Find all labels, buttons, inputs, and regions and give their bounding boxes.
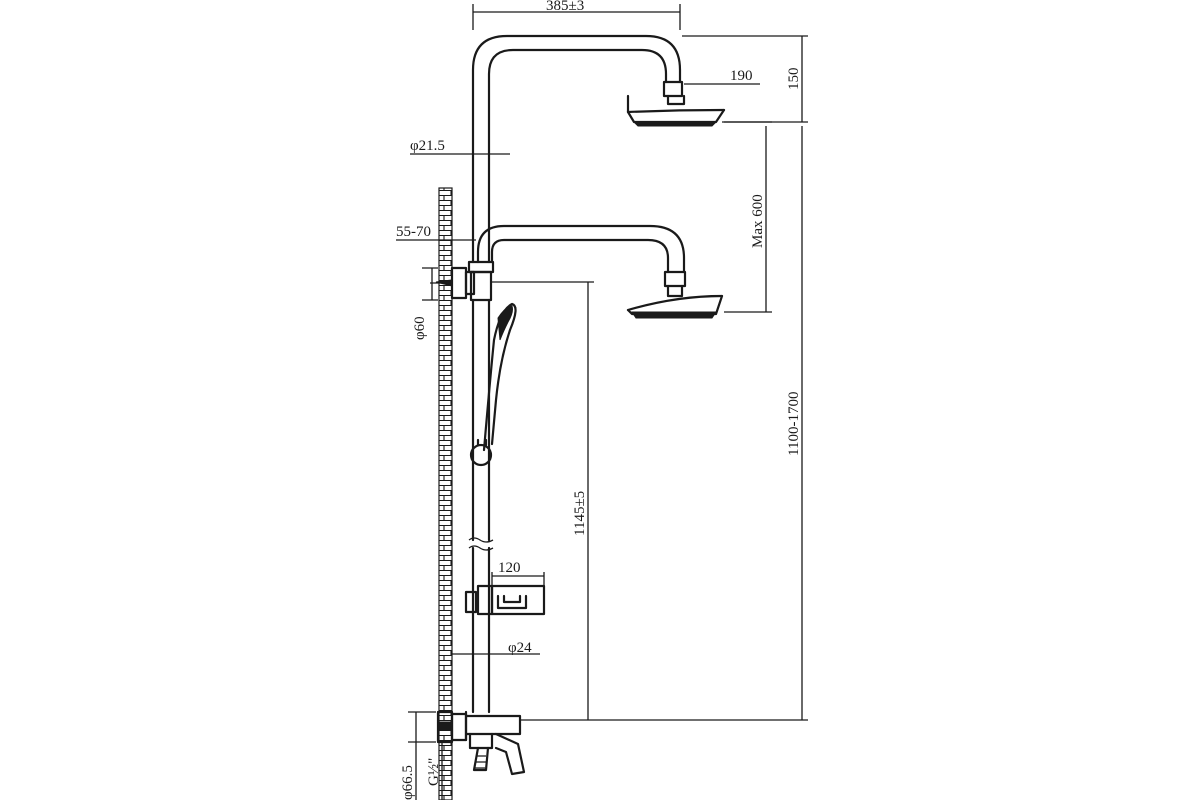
upper-riser-pipe xyxy=(471,34,682,264)
riser-coupling xyxy=(467,260,495,302)
dim-wall-offset: 55-70 xyxy=(396,224,431,240)
hand-shower xyxy=(469,302,517,467)
dim-max-adjust: Max 600 xyxy=(750,194,766,248)
dim-lower-height: 1145±5 xyxy=(572,491,588,536)
dim-total-height: 1100-1700 xyxy=(786,392,802,456)
dim-thread: G½" xyxy=(426,758,442,786)
dim-top-width: 385±3 xyxy=(546,0,584,14)
slide-rail-pipe xyxy=(468,298,494,714)
lower-arm-pipe xyxy=(476,224,686,274)
dimension-lines xyxy=(396,4,808,800)
dim-head-height: 150 xyxy=(786,68,802,91)
soap-shelf xyxy=(464,584,546,616)
dim-head-diameter: 190 xyxy=(730,68,753,84)
top-shower-head xyxy=(626,80,726,127)
brick-wall xyxy=(438,187,453,800)
dim-pipe-diameter: φ21.5 xyxy=(410,138,445,154)
dim-lower-pipe-diameter: φ24 xyxy=(508,640,532,656)
dim-bracket-diameter: φ60 xyxy=(412,316,428,340)
mixer-valve xyxy=(436,710,526,776)
dim-shelf-width: 120 xyxy=(498,560,521,576)
dim-mixer-diameter: φ66.5 xyxy=(400,765,416,800)
lower-shower-head xyxy=(626,270,724,319)
wall-bracket xyxy=(430,266,476,300)
